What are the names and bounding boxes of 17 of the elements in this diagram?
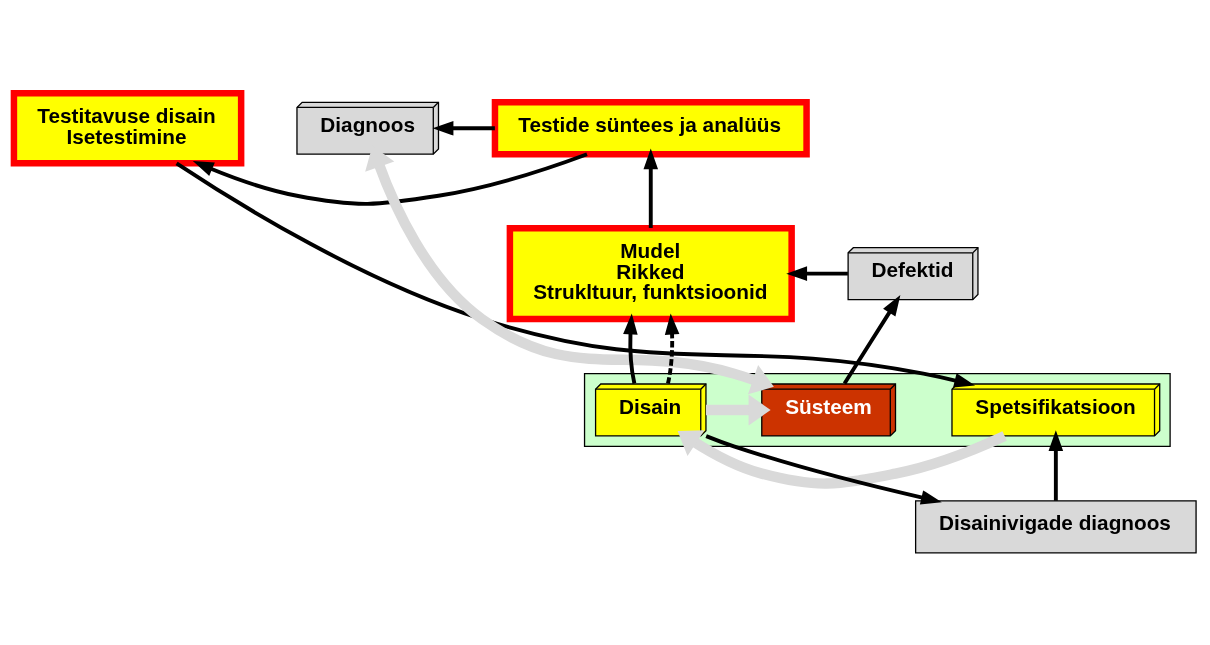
arrow <box>786 265 848 281</box>
arrow <box>842 294 901 385</box>
arrow <box>175 161 976 387</box>
arrow <box>643 147 659 228</box>
node-box: Testitavuse disain Isetestimine <box>10 89 245 167</box>
arrow <box>705 433 942 505</box>
arrow <box>1048 429 1064 501</box>
arrow <box>677 429 1007 489</box>
node-box: Mudel Rikked Strukltuur, funktsioonid <box>506 224 795 322</box>
arrow <box>365 145 774 394</box>
arrow <box>706 394 771 425</box>
node-box: Testide süntees ja analüüs <box>491 98 810 157</box>
arrow <box>664 313 680 384</box>
arrow <box>432 120 495 136</box>
node-box: Disainivigade diagnoos <box>915 499 1197 553</box>
arrow <box>192 151 588 206</box>
arrow <box>623 313 638 384</box>
